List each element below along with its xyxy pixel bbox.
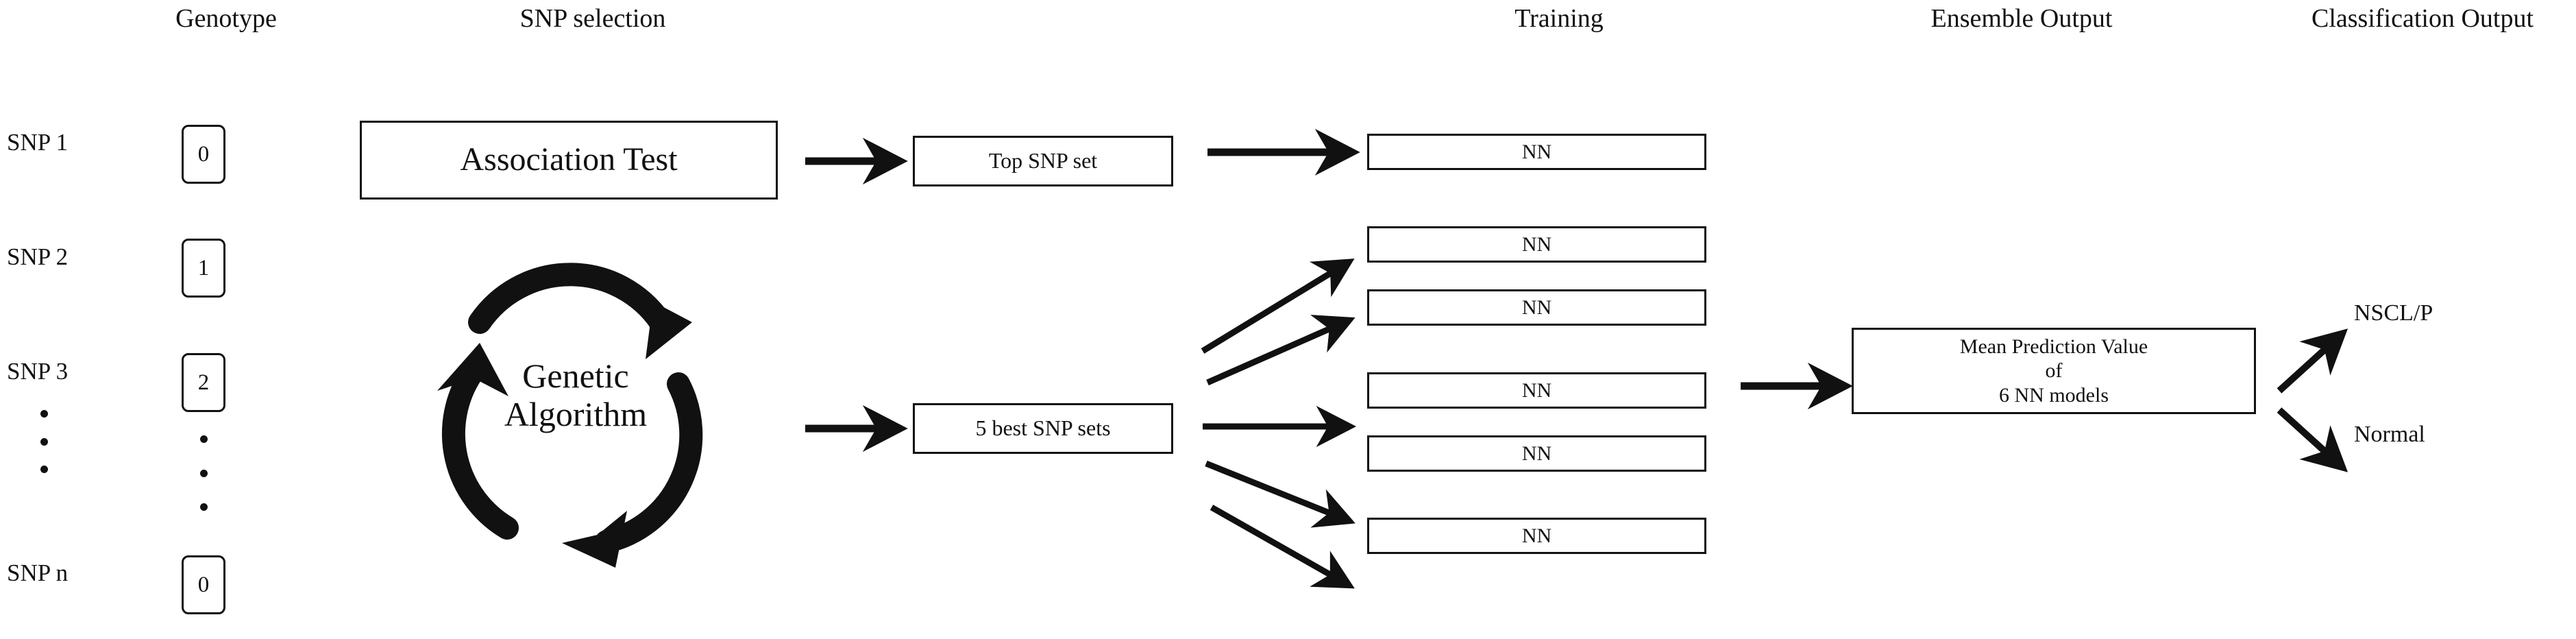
nn-box-2-label: NN [1521, 232, 1552, 256]
snp-label-1: SNP 1 [7, 130, 68, 154]
snp-label-n-text: SNP n [7, 559, 69, 586]
classification-output-nsclp-label: NSCL/P [2354, 300, 2433, 326]
header-snp-selection-label: SNP selection [519, 4, 666, 33]
snp-label-3-text: SNP 3 [7, 358, 69, 385]
nn-box-2[interactable]: NN [1367, 226, 1706, 263]
header-ensemble-output-label: Ensemble Output [1930, 4, 2113, 33]
snp-label-1-text: SNP 1 [7, 129, 69, 156]
ensemble-line-3: 6 NN models [1999, 383, 2109, 407]
arrow-best-snp-sets-to-nn5 [1205, 460, 1356, 528]
genotype-value-2: 1 [197, 255, 210, 280]
arrow-best-snp-sets-to-nn6 [1210, 505, 1355, 589]
nn-box-3-label: NN [1521, 296, 1552, 319]
nn-box-4-label: NN [1521, 378, 1552, 402]
top-snp-set-label: Top SNP set [988, 148, 1098, 173]
ensemble-output-box[interactable]: Mean Prediction Value of 6 NN models [1852, 328, 2256, 414]
genetic-algorithm-label: Genetic Algorithm [449, 357, 702, 433]
header-classification-output-label: Classification Output [2311, 4, 2534, 33]
arrow-best-snp-sets-to-nn3 [1206, 315, 1356, 386]
best-snp-sets-label: 5 best SNP sets [975, 415, 1111, 441]
genetic-algorithm-line2: Algorithm [504, 395, 648, 433]
header-ensemble-output: Ensemble Output [1878, 5, 2166, 32]
header-snp-selection: SNP selection [445, 5, 740, 32]
genotype-value-n: 0 [197, 572, 210, 597]
genotype-value-1: 0 [197, 141, 210, 167]
genetic-algorithm-line1: Genetic [522, 357, 629, 395]
genotype-box-2[interactable]: 1 [182, 239, 225, 298]
nn-box-5[interactable]: NN [1367, 435, 1706, 472]
snp-label-3: SNP 3 [7, 359, 68, 383]
arrow-best-snp-sets-to-nn2 [1201, 258, 1355, 354]
snp-label-ellipsis-icon [40, 410, 48, 473]
genotype-ellipsis-icon [199, 435, 208, 511]
nn-box-1-label: NN [1521, 140, 1552, 163]
classification-output-normal-label: Normal [2354, 422, 2425, 447]
header-classification-output: Classification Output [2268, 5, 2576, 32]
genotype-box-3[interactable]: 2 [182, 353, 225, 412]
ensemble-line-1: Mean Prediction Value [1959, 335, 2148, 358]
nn-box-6-label: NN [1521, 524, 1552, 547]
association-test-box[interactable]: Association Test [360, 121, 778, 200]
top-snp-set-box[interactable]: Top SNP set [913, 136, 1173, 186]
ensemble-line-2: of [2045, 359, 2063, 383]
nn-box-5-label: NN [1521, 442, 1552, 465]
snp-label-n: SNP n [7, 561, 68, 585]
nn-box-6[interactable]: NN [1367, 518, 1706, 554]
association-test-label: Association Test [460, 141, 678, 178]
nn-box-4[interactable]: NN [1367, 372, 1706, 409]
best-snp-sets-box[interactable]: 5 best SNP sets [913, 403, 1173, 454]
arrow-ensemble-to-normal [2277, 407, 2348, 472]
snp-label-2: SNP 2 [7, 245, 68, 269]
classification-output-nsclp: NSCL/P [2354, 302, 2433, 325]
snp-label-2-text: SNP 2 [7, 243, 69, 270]
header-genotype-label: Genotype [175, 4, 277, 33]
genotype-box-1[interactable]: 0 [182, 125, 225, 184]
nn-box-1[interactable]: NN [1367, 134, 1706, 170]
genotype-value-3: 2 [197, 370, 210, 395]
genotype-box-n[interactable]: 0 [182, 555, 225, 614]
header-training: Training [1446, 5, 1672, 32]
header-genotype: Genotype [147, 5, 305, 32]
header-training-label: Training [1514, 4, 1604, 33]
arrow-ensemble-to-nsclp [2277, 328, 2348, 394]
nn-box-3[interactable]: NN [1367, 289, 1706, 326]
classification-output-normal: Normal [2354, 423, 2425, 446]
